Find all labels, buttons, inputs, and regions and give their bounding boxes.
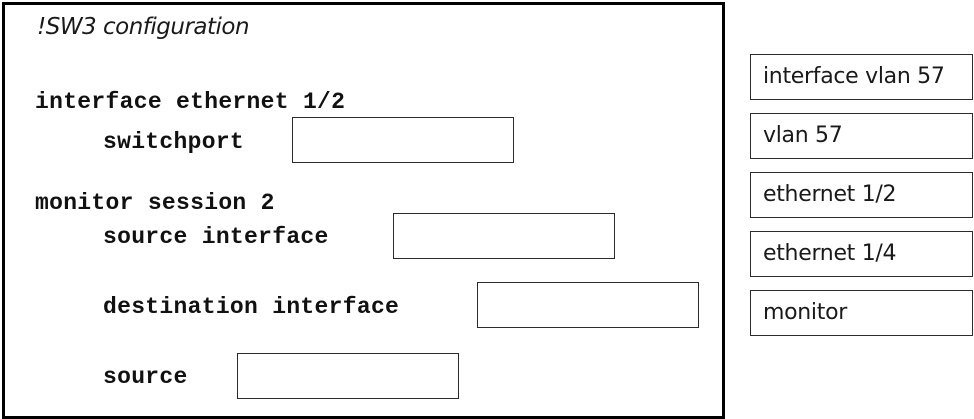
config-title: !SW3 configuration xyxy=(37,14,250,40)
line-switchport: switchport xyxy=(103,129,245,155)
line-source-interface: source interface xyxy=(103,224,329,250)
line-source: source xyxy=(103,364,188,390)
line-monitor-session: monitor session 2 xyxy=(35,190,275,216)
option-ethernet-1-4[interactable]: ethernet 1/4 xyxy=(750,231,973,277)
switchport-drop-target[interactable] xyxy=(292,117,514,163)
option-ethernet-1-2[interactable]: ethernet 1/2 xyxy=(750,172,973,218)
destination-interface-drop-target[interactable] xyxy=(477,282,699,328)
sw3-configuration-panel: !SW3 configuration interface ethernet 1/… xyxy=(2,2,725,419)
line-interface-ethernet: interface ethernet 1/2 xyxy=(35,89,346,115)
option-vlan-57[interactable]: vlan 57 xyxy=(750,113,973,159)
line-destination-interface: destination interface xyxy=(103,294,400,320)
option-interface-vlan-57[interactable]: interface vlan 57 xyxy=(750,54,973,100)
source-interface-drop-target[interactable] xyxy=(393,213,615,259)
source-drop-target[interactable] xyxy=(237,353,459,399)
option-monitor[interactable]: monitor xyxy=(750,290,973,336)
